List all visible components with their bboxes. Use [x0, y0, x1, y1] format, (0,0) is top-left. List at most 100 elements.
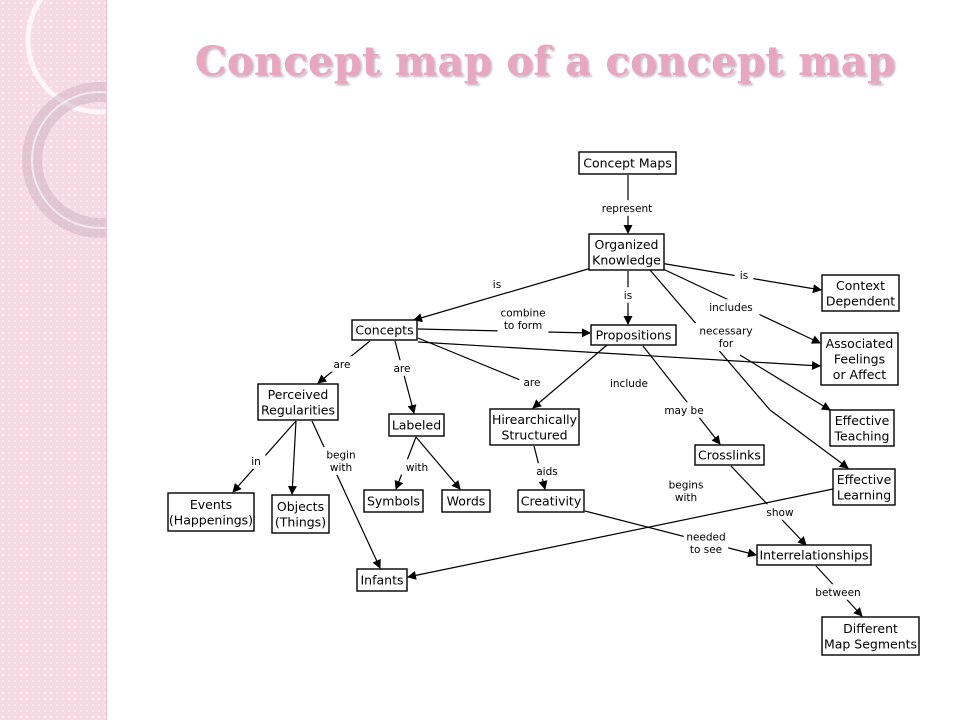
linking-phrase-text: begins: [669, 480, 704, 492]
concept-box: [578, 151, 677, 175]
linking-phrase-background: [683, 529, 729, 557]
concept-label: Learning: [837, 487, 891, 502]
concept-node-labeled: Labeled: [388, 413, 445, 437]
linking-phrase-text: with: [406, 462, 428, 474]
concept-node-concept-maps: Concept Maps: [578, 151, 677, 175]
linking-phrase-text: is: [740, 270, 748, 282]
linking-phrase-are-hierarchical: are: [519, 374, 545, 390]
linking-phrase-text: may be: [664, 405, 703, 417]
concept-box: [588, 233, 665, 271]
linking-phrase-background: [487, 276, 507, 292]
connector-line-17: [287, 420, 297, 495]
linking-phrase-is-context: is: [734, 267, 754, 283]
linking-phrase-background: [734, 267, 754, 283]
concept-box: [257, 383, 339, 421]
concept-label: Organized: [595, 237, 659, 252]
concept-box: [167, 492, 255, 532]
linking-phrase-text: to see: [690, 544, 722, 556]
concept-box: [829, 409, 895, 447]
linking-phrase-text: combine: [500, 308, 545, 320]
linking-phrase-background: [246, 453, 266, 469]
linking-phrase-with: with: [401, 459, 433, 475]
linking-phrase-background: [661, 402, 707, 418]
concept-node-creativity: Creativity: [517, 489, 585, 513]
linking-phrase-background: [389, 360, 415, 376]
concept-nodes: Concept MapsOrganizedKnowledgeContextDep…: [167, 151, 920, 656]
concept-label: Context: [836, 278, 885, 293]
linking-phrase-background: [329, 356, 355, 372]
linking-phrase-text: are: [524, 377, 541, 389]
concept-node-concepts: Concepts: [351, 319, 418, 341]
concept-label: Structured: [501, 427, 567, 442]
concept-label: Concepts: [355, 323, 413, 338]
connector-line-24: [584, 510, 757, 558]
linking-phrase-include: include: [603, 375, 655, 391]
concept-label: Propositions: [596, 328, 672, 343]
connector-line-14: [417, 341, 821, 371]
concept-label: Teaching: [834, 428, 890, 443]
linking-phrase-text: include: [610, 378, 648, 390]
linking-phrase-represent: represent: [595, 200, 659, 216]
slide-title: Concept map of a concept map: [194, 38, 896, 85]
linking-phrase-background: [764, 504, 796, 520]
linking-phrase-show: show: [764, 504, 796, 520]
linking-phrase-between: between: [812, 584, 864, 600]
concept-node-interrelationships: Interrelationships: [756, 544, 872, 566]
linking-phrase-text: aids: [536, 466, 558, 478]
linking-phrase-background: [322, 447, 360, 475]
concept-label: Associated: [826, 336, 894, 351]
concept-node-propositions: Propositions: [590, 324, 677, 346]
linking-phrase-text: are: [394, 363, 411, 375]
sidebar-circles-decoration: [22, 0, 106, 238]
linking-phrase-background: [595, 200, 659, 216]
concept-label: Objects: [277, 499, 324, 514]
linking-phrases: representisisisincludesnecessaryforcombi…: [246, 200, 864, 600]
concept-label: Events: [190, 497, 232, 512]
linking-phrase-text: between: [815, 587, 860, 599]
linking-phrase-text: is: [493, 279, 501, 291]
concept-box: [388, 413, 445, 437]
concept-box: [363, 489, 424, 513]
concept-label: Perceived: [268, 387, 329, 402]
concept-label: (Happenings): [169, 512, 253, 527]
decorative-sidebar: [0, 0, 107, 720]
concept-box: [821, 616, 920, 656]
concept-node-symbols: Symbols: [363, 489, 424, 513]
concept-label: or Affect: [833, 367, 886, 382]
linking-phrase-in: in: [246, 453, 266, 469]
linking-phrase-text: with: [675, 492, 697, 504]
concept-label: Feelings: [834, 352, 885, 367]
linking-phrase-includes: includes: [702, 299, 760, 315]
linking-phrase-text: for: [719, 338, 734, 350]
concept-label: Creativity: [521, 494, 582, 509]
connector-line-8: [739, 354, 831, 411]
linking-phrase-text: with: [330, 462, 352, 474]
connector-line-2: [413, 263, 606, 323]
linking-phrase-text: to form: [504, 320, 542, 332]
concept-label: Knowledge: [592, 252, 661, 267]
linking-phrase-background: [519, 374, 545, 390]
linking-phrase-background: [497, 305, 549, 333]
connector-line-12: [417, 337, 531, 385]
concept-label: Concept Maps: [583, 156, 672, 171]
linking-phrase-text: is: [624, 290, 632, 302]
concept-node-objects: Objects(Things): [271, 494, 330, 534]
linking-phrase-text: are: [334, 359, 351, 371]
linking-phrase-may-be: may be: [661, 402, 707, 418]
linking-phrase-background: [702, 299, 760, 315]
concept-node-crosslinks: Crosslinks: [694, 444, 765, 466]
linking-phrase-background: [812, 584, 864, 600]
connector-line-7: [769, 409, 849, 469]
concept-label: Hirearchically: [492, 412, 578, 427]
